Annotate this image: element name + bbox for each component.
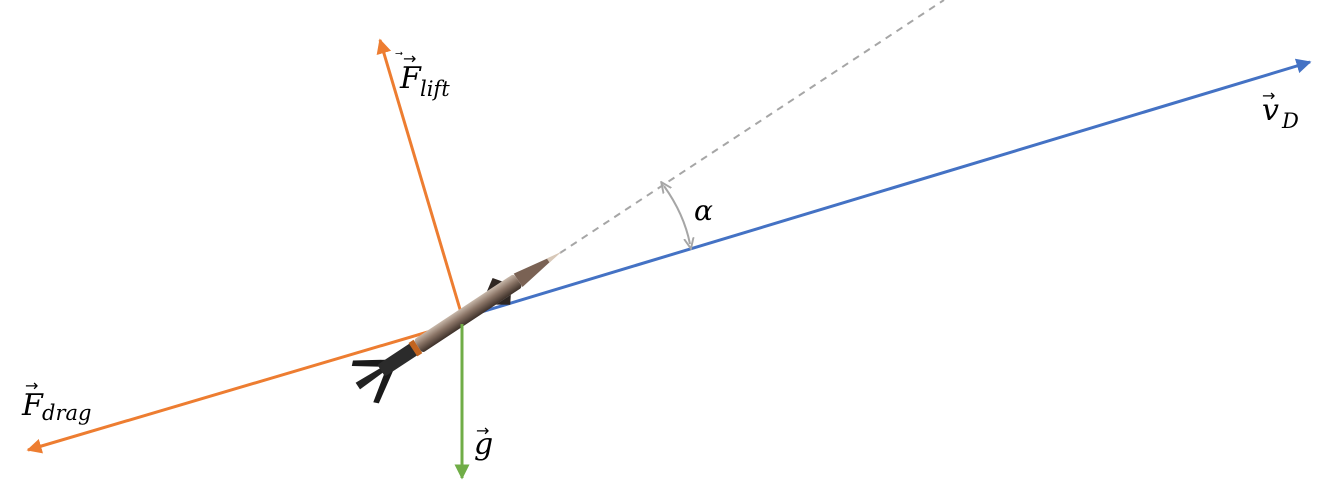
velocity-vector-arrow-icon: → <box>1262 86 1275 105</box>
velocity-label-subscript: D <box>1281 109 1299 133</box>
angle-of-attack-label: α <box>694 194 713 227</box>
rocket-canard-bottom <box>495 294 511 305</box>
lift-label-subscript: lift <box>420 77 450 101</box>
lift-label: F ⃗→ lift <box>395 49 450 101</box>
lift-force-vector <box>376 38 464 317</box>
gravity-vector-arrow-icon: → <box>476 421 489 440</box>
rocket-axis-line <box>559 0 945 254</box>
lift-vector-arrow-icon: ⃗→ <box>395 49 416 68</box>
rocket-band <box>408 339 423 357</box>
velocity-vector <box>467 58 1312 318</box>
gravity-label-symbol: g <box>474 427 493 462</box>
drag-label-symbol: F <box>21 388 44 423</box>
rocket-nose-tip <box>546 251 562 263</box>
drag-force-vector <box>26 324 449 454</box>
drag-vector-arrow-icon: → <box>25 376 38 395</box>
rocket-nose-cone <box>513 252 560 288</box>
rocket-tail <box>378 343 418 376</box>
drag-label-subscript: drag <box>42 401 91 425</box>
velocity-label-symbol: v <box>1262 93 1279 128</box>
lift-label-symbol: F <box>399 61 422 96</box>
velocity-label: v → D <box>1262 86 1299 133</box>
rocket-image <box>351 251 562 404</box>
angle-of-attack-arc <box>664 186 690 244</box>
drag-label: F → drag <box>21 376 91 425</box>
rocket-body <box>414 274 522 352</box>
rocket-fin-bottom <box>373 366 396 404</box>
gravity-label: g → <box>474 421 493 462</box>
rocket-canard-top <box>486 278 503 292</box>
